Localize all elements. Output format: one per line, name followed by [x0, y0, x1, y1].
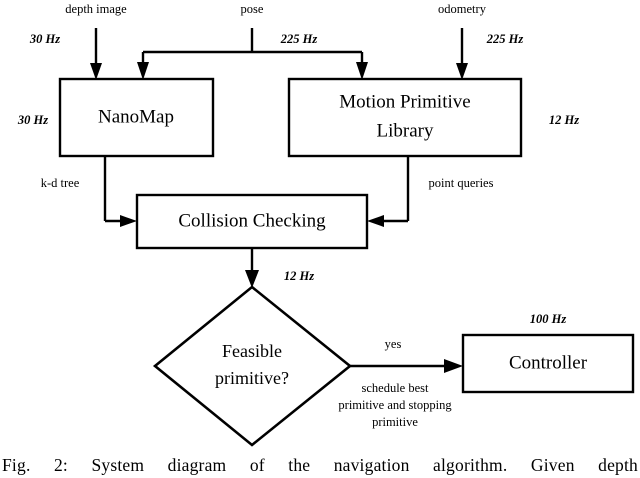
label-decision-line1: Feasible [222, 341, 282, 361]
edge-pose-branch [137, 28, 368, 80]
label-input-depth-image: depth image [65, 2, 127, 16]
box-nanomap[interactable] [58, 77, 215, 158]
edge-mpl-to-collision-checking [367, 156, 410, 227]
figure-caption: Fig. 2: System diagram of the navigation… [2, 455, 638, 475]
edge-nanomap-to-collision-checking [103, 156, 137, 227]
label-rate-controller: 100 Hz [530, 312, 567, 326]
arrowhead-yes-to-controller [444, 359, 463, 373]
label-input-odometry: odometry [438, 2, 487, 16]
label-mpl-line2: Library [377, 120, 434, 141]
arrowhead-point-queries [367, 215, 384, 227]
arrowhead-pose-to-mpl [356, 62, 368, 80]
label-edge-schedule-line2: primitive and stopping [338, 398, 452, 412]
label-rate-mpl-out: 12 Hz [549, 113, 579, 127]
edge-depth-image-to-nanomap [90, 28, 102, 80]
label-rate-depth-image: 30 Hz [29, 32, 60, 46]
decision-feasible-primitive[interactable] [152, 285, 353, 447]
arrowhead-pose-to-nanomap [137, 62, 149, 80]
arrowhead-kd-tree [120, 215, 137, 227]
box-controller[interactable] [461, 333, 635, 394]
label-edge-yes: yes [385, 337, 402, 351]
label-collision-checking: Collision Checking [178, 210, 326, 231]
label-decision-line2: primitive? [215, 368, 289, 388]
edge-collision-checking-to-decision [245, 248, 259, 288]
label-rate-collision-checking-out: 12 Hz [284, 269, 314, 283]
label-rate-odometry: 225 Hz [486, 32, 524, 46]
arrowhead-to-decision [245, 270, 259, 288]
label-edge-schedule-line3: primitive [372, 415, 418, 429]
label-input-pose: pose [241, 2, 264, 16]
label-edge-kd-tree: k-d tree [41, 176, 80, 190]
label-edge-schedule-line1: schedule best [362, 381, 430, 395]
label-controller: Controller [509, 352, 588, 373]
edge-decision-yes-to-controller [350, 359, 463, 373]
label-nanomap: NanoMap [98, 106, 174, 127]
box-motion-primitive-library[interactable] [287, 77, 523, 158]
label-edge-point-queries: point queries [429, 176, 494, 190]
edge-odometry-to-mpl [456, 28, 468, 80]
label-rate-nanomap-out: 30 Hz [17, 113, 48, 127]
arrowhead-odometry [456, 63, 468, 80]
label-rate-pose: 225 Hz [280, 32, 318, 46]
arrowhead-depth-image [90, 63, 102, 80]
label-mpl-line1: Motion Primitive [339, 91, 470, 112]
